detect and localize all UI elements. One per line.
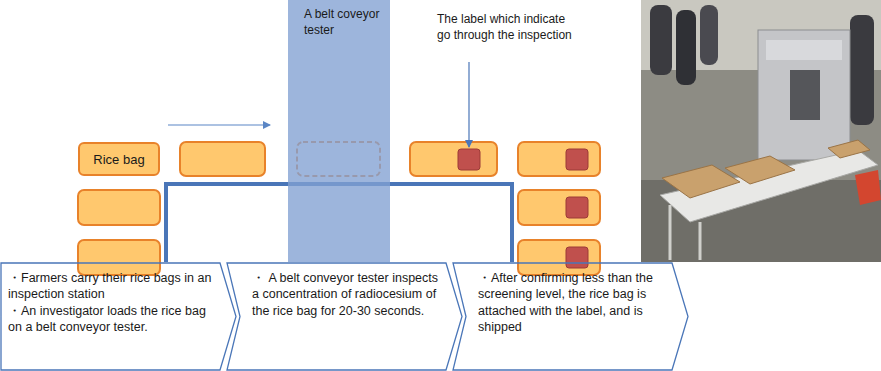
- node-text: ・After confirming less than the screenin…: [478, 270, 666, 335]
- chevron-shape: [227, 263, 462, 370]
- chevron-shape: [453, 263, 688, 370]
- node-text: ・ A belt conveyor tester inspects a conc…: [252, 270, 440, 319]
- rice-bag: [78, 240, 160, 275]
- rice-bag: [518, 142, 600, 176]
- photo-background: [641, 0, 881, 262]
- rice-bag-photo: [828, 140, 870, 158]
- rice-bag: [180, 142, 265, 176]
- node-text: ・Farmers carry their rice bags in an ins…: [8, 270, 214, 303]
- rice-bag: [410, 142, 497, 176]
- tester-band: A belt coveyor tester: [288, 0, 390, 262]
- rice-bag: [518, 240, 600, 275]
- cone: [855, 170, 881, 205]
- node-text: A belt coveyor tester: [304, 6, 380, 38]
- leader-arrow: [468, 62, 469, 147]
- process-chevron: ・ A belt conveyor tester inspects a conc…: [226, 262, 464, 371]
- rice-bag-box: Rice bag: [78, 142, 160, 176]
- process-chevron: ・Farmers carry their rice bags in an ins…: [0, 262, 238, 371]
- person: [676, 10, 696, 85]
- tester-panel: [766, 40, 842, 60]
- conveyor-table: [660, 150, 878, 222]
- tester-machine: [758, 30, 850, 160]
- node-text: Rice bag: [93, 152, 144, 167]
- person: [700, 5, 718, 65]
- chevron-shape: [1, 263, 236, 370]
- rice-bag: [78, 190, 160, 225]
- table-leg: [699, 222, 702, 260]
- node-text: ・An investigator loads the rice bag on a…: [8, 303, 214, 336]
- table-leg: [669, 205, 672, 260]
- flow-arrow: [168, 124, 270, 125]
- tester-opening: [790, 70, 820, 120]
- photo-illustration: [641, 0, 881, 262]
- process-chevron: ・After confirming less than the screenin…: [452, 262, 690, 371]
- rice-bag-photo: [725, 156, 795, 184]
- callout-label: The label which indicate go through the …: [437, 12, 572, 43]
- inspection-label: [566, 247, 588, 268]
- rice-bag: [518, 190, 600, 225]
- person: [650, 5, 672, 75]
- inspection-label: [458, 149, 480, 170]
- inspection-label: [566, 149, 588, 170]
- person: [850, 15, 874, 125]
- inspection-label: [566, 197, 588, 218]
